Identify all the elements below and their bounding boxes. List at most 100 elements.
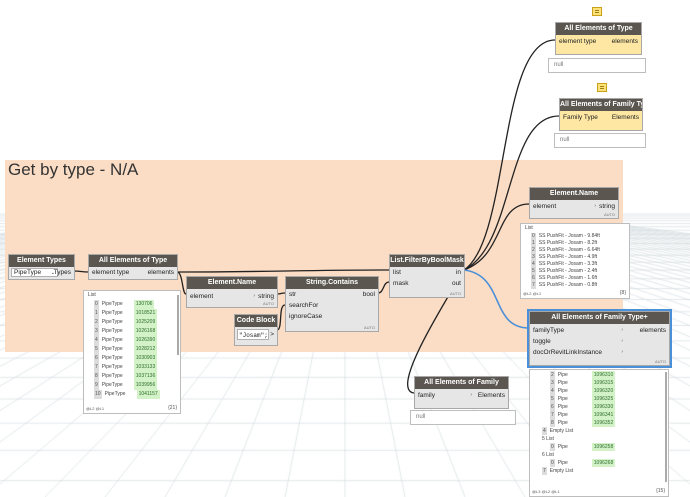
preview-value: 1033133 xyxy=(133,363,158,372)
node-all-elements-of-family-type[interactable]: All Elements of Family Type Family Type … xyxy=(559,98,643,131)
node-element-name[interactable]: Element.Name element › string AUTO xyxy=(186,276,278,308)
node-all-elements-of-type-2[interactable]: All Elements of Type element type elemen… xyxy=(555,22,642,55)
wire-name-to-str[interactable] xyxy=(276,292,286,295)
input-port[interactable]: family xyxy=(418,392,435,399)
output-port[interactable]: string xyxy=(258,293,274,300)
lacing-label[interactable]: AUTO xyxy=(363,325,375,330)
wire-in-to-type[interactable] xyxy=(463,39,556,271)
preview-row[interactable]: 5 List xyxy=(530,435,668,443)
node-all-elements-of-type[interactable]: All Elements of Type element type elemen… xyxy=(88,254,178,280)
node-all-elements-of-family-type-plus[interactable]: All Elements of Family Type+ familyType … xyxy=(527,309,672,368)
lacing-label[interactable]: AUTO xyxy=(654,359,666,364)
preview-row[interactable]: 6 List xyxy=(530,451,668,459)
input-port[interactable]: element type xyxy=(559,38,597,45)
output-port[interactable]: Elements xyxy=(477,392,505,399)
preview-index: 10 xyxy=(94,390,102,399)
preview-index: 8 xyxy=(550,419,555,427)
input-port[interactable]: Family Type xyxy=(563,114,598,121)
output-port[interactable]: Elements xyxy=(611,114,639,121)
input-port[interactable]: list xyxy=(393,269,401,276)
output-port[interactable]: bool xyxy=(362,291,375,298)
scrollbar[interactable] xyxy=(177,295,179,355)
node-string-contains[interactable]: String.Contains str bool searchFor ignor… xyxy=(285,276,379,332)
wire-in-to-element-name[interactable] xyxy=(463,203,530,271)
wire-in-to-family-type-plus[interactable] xyxy=(463,269,530,329)
scrollbar[interactable] xyxy=(665,372,667,482)
wire-code-to-searchfor[interactable] xyxy=(276,304,286,331)
element-type-dropdown[interactable]: PipeType ⌄ xyxy=(11,268,58,277)
output-port[interactable]: in xyxy=(455,269,461,276)
node-filter-by-bool-mask[interactable]: List.FilterByBoolMask list in mask out A… xyxy=(389,254,465,298)
code-editor[interactable]: "Josam"; xyxy=(237,329,269,340)
warning-note-icon[interactable] xyxy=(592,7,602,16)
input-port[interactable]: str xyxy=(289,291,297,298)
output-port[interactable]: elements xyxy=(639,327,666,334)
lacing-label[interactable]: AUTO xyxy=(603,212,615,217)
preview-null[interactable]: null xyxy=(410,410,516,425)
output-port[interactable]: elements xyxy=(147,269,174,276)
input-port[interactable]: toggle xyxy=(533,338,551,345)
input-port[interactable]: element xyxy=(190,293,214,300)
preview-null[interactable]: null xyxy=(548,58,646,73)
input-port[interactable]: ignoreCase xyxy=(289,313,323,320)
node-element-name-2[interactable]: Element.Name element › string AUTO xyxy=(529,187,619,219)
wire-types-to-elements[interactable] xyxy=(73,270,89,273)
input-port[interactable]: docOrRevitLinkInstance xyxy=(533,349,603,356)
lacing-label[interactable]: AUTO xyxy=(449,291,461,296)
output-port[interactable]: elements xyxy=(611,38,638,45)
warning-note-icon[interactable] xyxy=(597,83,607,92)
lacing-label[interactable]: AUTO xyxy=(262,301,274,306)
output-port[interactable]: string xyxy=(599,203,615,210)
output-port[interactable]: > xyxy=(270,331,274,338)
input-port[interactable]: searchFor xyxy=(289,302,319,309)
input-port[interactable]: element type xyxy=(92,269,130,276)
node-all-elements-of-family[interactable]: All Elements of Family family › Elements xyxy=(414,376,509,409)
output-port[interactable]: Types xyxy=(53,269,71,276)
node-code-block[interactable]: Code Block "Josam"; > xyxy=(234,314,278,346)
wire-in-to-family-type[interactable] xyxy=(463,115,560,271)
node-element-types[interactable]: Element Types PipeType ⌄ Types xyxy=(8,254,75,280)
output-port[interactable]: out xyxy=(451,280,461,287)
input-port[interactable]: familyType xyxy=(533,327,565,334)
input-port[interactable]: mask xyxy=(393,280,409,287)
input-port[interactable]: element xyxy=(533,203,557,210)
wire-bool-to-mask[interactable] xyxy=(377,281,390,294)
preview-index: 1 xyxy=(531,240,536,247)
preview-null[interactable]: null xyxy=(554,133,646,148)
wire-elements-to-list[interactable] xyxy=(176,269,390,273)
